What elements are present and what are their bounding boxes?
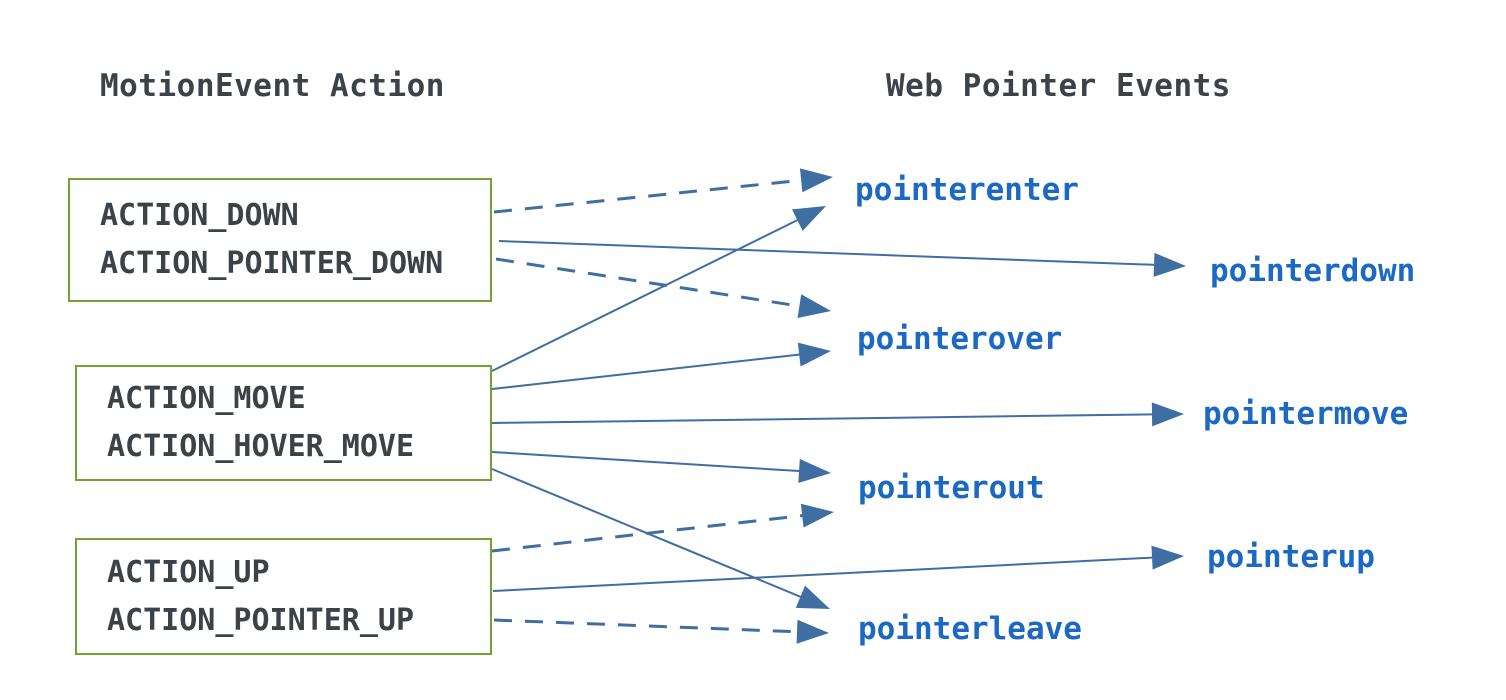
event-label-pointerenter: pointerenter	[855, 172, 1079, 208]
event-label-pointerdown: pointerdown	[1210, 253, 1416, 289]
arrowhead-icon	[1151, 545, 1184, 570]
left-column-header: MotionEvent Action	[100, 68, 445, 104]
event-label-pointerout: pointerout	[858, 470, 1045, 506]
box-up-line-2: ACTION_POINTER_UP	[107, 602, 415, 638]
arrowhead-icon	[797, 294, 831, 318]
event-label-pointermove: pointermove	[1203, 396, 1409, 432]
connection-line-move-pointerover	[491, 353, 802, 390]
connection-line-down-pointerenter	[493, 178, 804, 214]
right-column-header: Web Pointer Events	[886, 68, 1231, 104]
connection-line-move-pointerout	[491, 451, 802, 473]
event-label-pointerleave: pointerleave	[858, 611, 1082, 647]
box-move-line-2: ACTION_HOVER_MOVE	[107, 429, 415, 464]
box-move-line-1: ACTION_MOVE	[107, 381, 306, 416]
arrowhead-icon	[799, 168, 833, 193]
arrowhead-icon	[795, 585, 830, 609]
connection-line-move-pointerenter	[491, 218, 800, 372]
connection-line-up-pointerout	[491, 513, 805, 553]
connection-line-down-pointerover	[495, 257, 802, 308]
connection-line-move-pointermove	[491, 413, 1155, 424]
arrowhead-icon	[796, 619, 829, 644]
connection-line-move-pointerleave	[491, 468, 803, 599]
arrowhead-icon	[798, 459, 831, 483]
motionevent-box-down: ACTION_DOWN ACTION_POINTER_DOWN	[68, 178, 492, 302]
connection-line-down-pointerdown	[498, 240, 1157, 266]
arrowhead-icon	[791, 206, 826, 231]
event-label-pointerup: pointerup	[1207, 539, 1375, 575]
arrowhead-icon	[800, 503, 834, 528]
event-label-pointerover: pointerover	[857, 321, 1063, 357]
connection-line-up-pointerleave	[493, 618, 800, 634]
motionevent-box-up: ACTION_UP ACTION_POINTER_UP	[75, 538, 492, 655]
arrowhead-icon	[1151, 402, 1184, 427]
box-down-line-2: ACTION_POINTER_DOWN	[100, 246, 444, 281]
arrowhead-icon	[1153, 252, 1186, 277]
connection-line-up-pointerup	[492, 556, 1155, 592]
box-up-line-1: ACTION_UP	[107, 554, 270, 590]
box-down-line-1: ACTION_DOWN	[100, 198, 299, 233]
arrowhead-icon	[797, 342, 831, 367]
motionevent-box-move: ACTION_MOVE ACTION_HOVER_MOVE	[75, 365, 492, 481]
